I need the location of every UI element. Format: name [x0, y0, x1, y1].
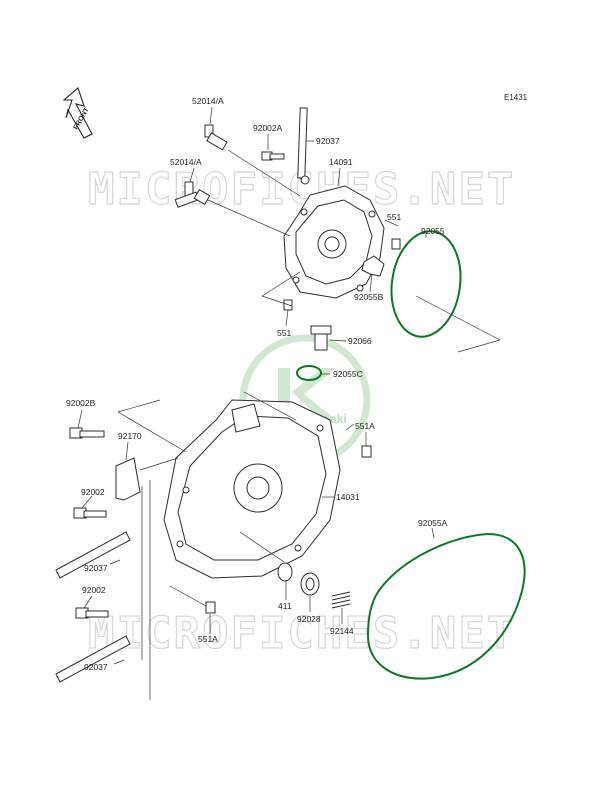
- part-92055a-gasket: [366, 532, 526, 680]
- part-92037-bottom-strap: [55, 635, 131, 683]
- part-14031-case-cover: [163, 399, 341, 579]
- part-92144-spring: [331, 591, 351, 609]
- diagram-code: E1431: [504, 93, 528, 102]
- part-92170-clamp: [115, 457, 141, 501]
- part-551a-dowel-right: [361, 445, 372, 458]
- callout-92055a: 92055A: [418, 518, 448, 528]
- callout-92002-upper: 92002: [81, 487, 105, 497]
- part-551-dowel-top: [391, 238, 401, 250]
- leader-lines: [77, 106, 501, 700]
- callout-52014a-mid: 52014/A: [170, 157, 202, 167]
- part-92055b-oring: [361, 255, 385, 277]
- part-92055-oring: [390, 230, 462, 338]
- callout-92002-lower: 92002: [82, 585, 106, 595]
- callout-92055: 92055: [421, 226, 445, 236]
- callout-92028: 92028: [297, 614, 321, 624]
- callout-92002a: 92002A: [253, 123, 283, 133]
- part-92037-mid-strap: [55, 531, 131, 579]
- callout-92170: 92170: [118, 431, 142, 441]
- callout-labels: 52014/A 92002A 92037 52014/A 14091 551 9…: [66, 96, 448, 672]
- part-92028-bushing: [300, 572, 320, 596]
- callout-14031: 14031: [336, 492, 360, 502]
- callout-92037-top: 92037: [316, 136, 340, 146]
- part-551a-dowel-bottom: [205, 601, 216, 614]
- callout-52014a-top: 52014/A: [192, 96, 224, 106]
- part-92002-bolt-upper: [73, 507, 107, 519]
- part-92055c-oring: [296, 365, 322, 381]
- callout-92066: 92066: [348, 336, 372, 346]
- part-411-washer: [277, 562, 293, 582]
- callout-551a-right: 551A: [355, 421, 375, 431]
- front-arrow-icon: FRONT: [62, 87, 93, 139]
- callout-551a-bottom: 551A: [198, 634, 218, 644]
- part-92002b-bolt: [69, 427, 105, 439]
- watermark-bottom: MICROFICHES.NET: [88, 608, 515, 659]
- callout-92144: 92144: [330, 626, 354, 636]
- part-92066-plug: [310, 325, 332, 351]
- callout-551-mid: 551: [277, 328, 291, 338]
- part-52014a-mid-fitting: [174, 181, 211, 208]
- part-92002a-bolt: [261, 151, 285, 161]
- part-52014a-top-fitting: [204, 124, 228, 151]
- callout-92002b: 92002B: [66, 398, 96, 408]
- callout-92037-bottom: 92037: [84, 662, 108, 672]
- callout-92037-mid: 92037: [84, 563, 108, 573]
- callout-14091: 14091: [329, 157, 353, 167]
- part-92002-bolt-lower: [75, 607, 109, 619]
- callout-411: 411: [278, 601, 292, 611]
- part-92037-top-strap: [297, 107, 310, 185]
- callout-92055b: 92055B: [354, 292, 384, 302]
- callout-92055c: 92055C: [333, 369, 363, 379]
- part-14091-cover: [283, 185, 385, 299]
- callout-551-top: 551: [387, 212, 401, 222]
